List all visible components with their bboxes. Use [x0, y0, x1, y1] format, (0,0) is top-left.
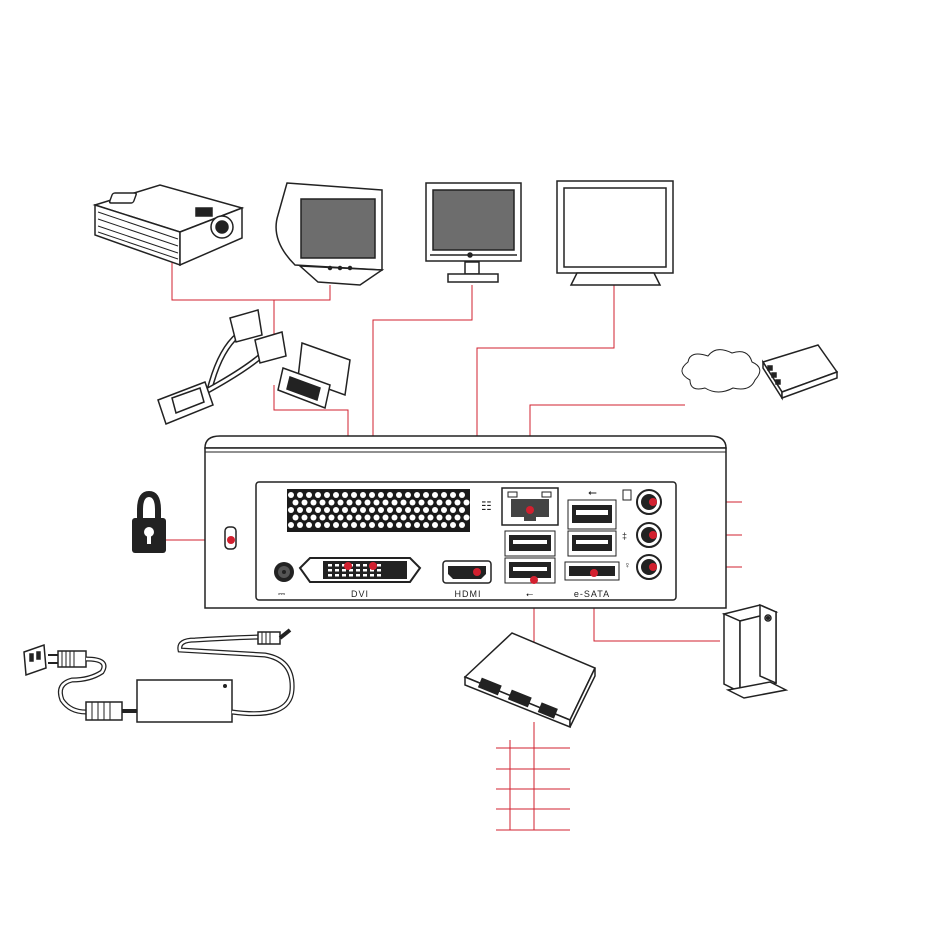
esata-label: e-SATA	[574, 589, 610, 599]
kensington-lock-icon	[132, 494, 166, 553]
vga-splitter-cable-icon	[158, 310, 286, 424]
audio-jack-1	[637, 490, 661, 514]
projector-icon	[95, 185, 242, 265]
wall-socket-icon	[24, 645, 46, 675]
audio-jack-2	[637, 523, 661, 547]
lan-icon: ☷	[481, 499, 492, 513]
network-cloud-icon	[682, 350, 760, 392]
dvi-vga-adapter-icon	[278, 343, 350, 408]
audio-jack-3	[637, 555, 661, 579]
external-drive-icon	[724, 605, 786, 698]
hdmi-label: HDMI	[455, 589, 482, 599]
lcd-monitor-icon	[426, 183, 521, 282]
usb-label: ⭠	[526, 589, 534, 599]
touch-monitor-icon	[557, 181, 673, 285]
usb-top-symbol: ⭠	[588, 487, 597, 499]
unit-top-lid	[205, 436, 726, 448]
dvi-label: DVI	[351, 589, 369, 599]
usb-hub-icon	[465, 633, 595, 727]
dc-in-label: ⎓	[278, 589, 286, 599]
router-icon	[763, 345, 837, 398]
mini-pc-unit: ⎓ DVI HDMI ☷ ⭠	[205, 436, 726, 608]
mic-icon: ♀	[624, 560, 631, 570]
power-adapter-icon	[48, 630, 292, 722]
crt-monitor-icon	[276, 183, 382, 285]
line-in-icon: ‡	[622, 531, 627, 541]
